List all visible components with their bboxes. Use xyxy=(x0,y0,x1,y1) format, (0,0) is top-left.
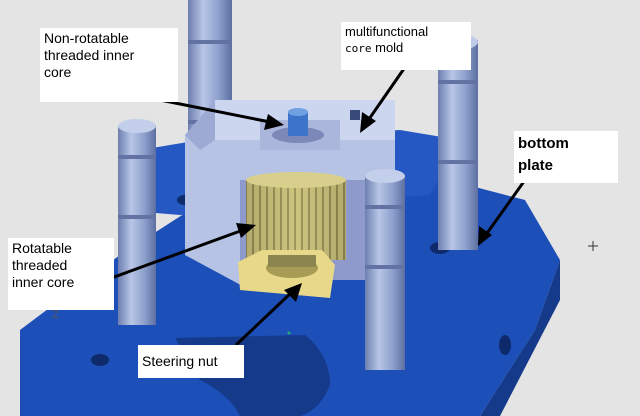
label-line: core xyxy=(44,64,72,80)
label-line: multifunctional xyxy=(345,24,429,39)
label-rotatable-core: Rotatable threaded inner core xyxy=(8,238,114,310)
crosshair-marker xyxy=(588,241,598,251)
label-line: Rotatable xyxy=(12,240,72,256)
front-pillar-right xyxy=(365,169,405,370)
arrow-non-rotatable xyxy=(159,98,271,124)
rotatable-core-gear xyxy=(246,172,346,260)
label-line: threaded xyxy=(12,257,68,273)
arrowhead-steering-nut xyxy=(284,283,302,302)
label-word-core: core xyxy=(345,42,372,55)
front-pillar-left xyxy=(118,119,156,325)
arrow-steering-nut xyxy=(234,290,294,347)
arrowhead-non-rotatable xyxy=(264,114,284,130)
label-bottom-plate: bottom plate xyxy=(514,131,618,183)
label-multifunctional-core-mold: multifunctional core mold xyxy=(341,22,471,70)
arrow-rotatable xyxy=(105,228,244,282)
arrowhead-multifunctional xyxy=(360,112,376,133)
label-word-mold: mold xyxy=(371,40,404,55)
plate-hole xyxy=(91,354,109,366)
callout-arrows xyxy=(105,59,527,347)
steering-nut xyxy=(238,250,335,298)
label-non-rotatable-core: Non-rotatable threaded inner core xyxy=(40,28,178,102)
label-line: inner core xyxy=(12,274,75,290)
label-steering-nut: Steering nut xyxy=(138,345,244,378)
arrowhead-rotatable xyxy=(236,223,256,238)
arrow-bottom-plate xyxy=(483,179,527,237)
label-line: core mold xyxy=(345,40,467,57)
label-line: Non-rotatable xyxy=(44,30,129,46)
non-rotatable-core xyxy=(272,108,324,143)
axis-z-label: Z xyxy=(52,309,59,321)
label-line: plate xyxy=(518,157,554,174)
origin-dot xyxy=(287,331,291,335)
plate-hole xyxy=(499,335,511,355)
label-line: threaded inner xyxy=(44,47,135,63)
arrowhead-bottom-plate xyxy=(478,226,492,246)
arrow-multifunctional xyxy=(365,59,412,123)
label-line: bottom xyxy=(518,135,569,152)
